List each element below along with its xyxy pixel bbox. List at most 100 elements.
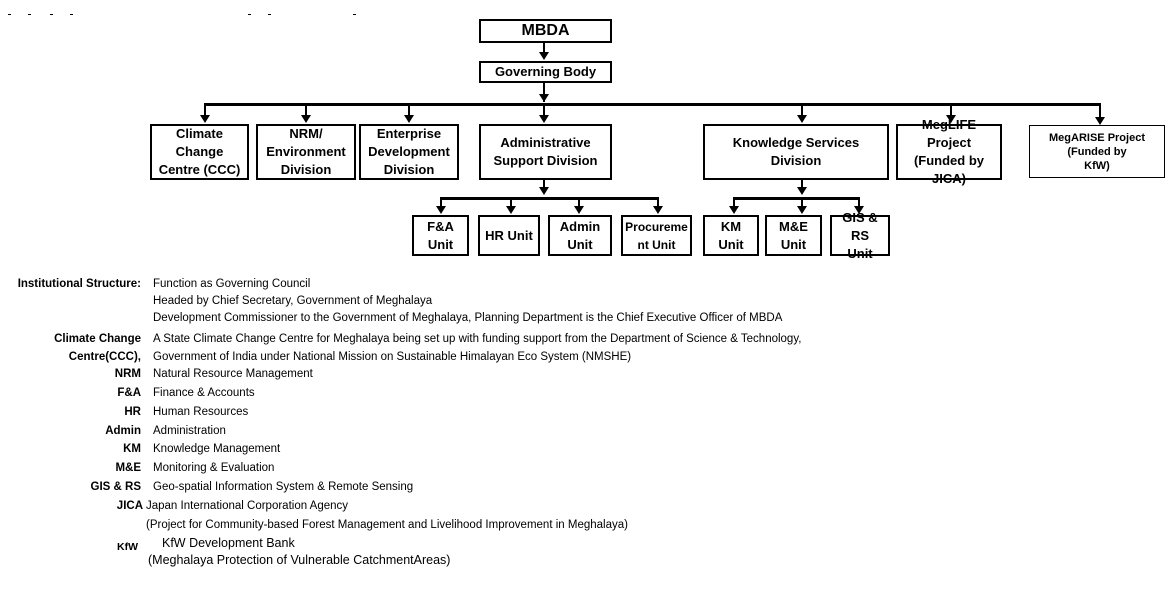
- legend-line: Development Commissioner to the Governme…: [0, 310, 1171, 326]
- connector: [543, 42, 545, 54]
- legend-key: M&E: [115, 462, 141, 474]
- megarise-project-box: MegARISE Project (Funded by KfW): [1029, 125, 1165, 178]
- connector: [440, 197, 659, 200]
- legend-key: F&A: [117, 387, 141, 399]
- arrowhead: [539, 94, 549, 102]
- legend-nrm: NRM Natural Resource Management: [0, 366, 1171, 382]
- connector: [801, 179, 803, 189]
- legend-text: Function as Governing Council: [153, 278, 311, 290]
- legend-text: Government of India under National Missi…: [153, 351, 632, 363]
- admin-unit-box: Admin Unit: [548, 215, 612, 256]
- me-unit-box: M&E Unit: [765, 215, 822, 256]
- connector: [440, 199, 442, 207]
- connector: [543, 82, 545, 102]
- fa-unit-box: F&A Unit: [412, 215, 469, 256]
- faint-header-marks: [8, 14, 358, 18]
- arrowhead: [946, 115, 956, 123]
- arrowhead: [539, 52, 549, 60]
- legend-key: HR: [124, 406, 141, 418]
- procurement-unit-box: Procureme nt Unit: [621, 215, 692, 256]
- hr-unit-box: HR Unit: [478, 215, 540, 256]
- arrowhead: [729, 206, 739, 214]
- arrowhead: [539, 187, 549, 195]
- connector: [1099, 105, 1101, 118]
- legend-hr: HR Human Resources: [0, 404, 1171, 420]
- arrowhead: [574, 206, 584, 214]
- connector: [543, 105, 545, 116]
- connector: [801, 199, 803, 207]
- connector: [305, 105, 307, 116]
- legend-key: KfW: [117, 541, 138, 553]
- connector: [801, 105, 803, 116]
- arrowhead: [436, 206, 446, 214]
- legend-key: Climate Change: [54, 333, 141, 345]
- legend-line: Centre(CCC), Government of India under N…: [0, 349, 1171, 365]
- connector: [950, 105, 952, 116]
- legend-key: Centre(CCC),: [68, 351, 141, 363]
- legend-text: Human Resources: [153, 406, 249, 418]
- meglife-project-box: MegLIFE Project (Funded by JICA): [896, 117, 1002, 186]
- legend-me: M&E Monitoring & Evaluation: [0, 460, 1171, 476]
- gis-rs-unit-box: GIS & RS Unit: [830, 210, 890, 261]
- legend-text: Geo-spatial Information System & Remote …: [153, 481, 414, 493]
- arrowhead: [301, 115, 311, 123]
- legend-text: Monitoring & Evaluation: [153, 462, 275, 474]
- legend-institutional: Institutional Structure: Function as Gov…: [0, 276, 1171, 292]
- legend-text: Japan International Corporation Agency: [146, 500, 349, 512]
- knowledge-services-division-box: Knowledge Services Division: [703, 124, 889, 180]
- legend-text: KfW Development Bank: [162, 536, 295, 550]
- legend-jica: JICA Japan International Corporation Age…: [0, 498, 1171, 514]
- legend-text: Development Commissioner to the Governme…: [153, 312, 783, 324]
- arrowhead: [797, 187, 807, 195]
- connector: [204, 105, 206, 116]
- arrowhead: [653, 206, 663, 214]
- km-unit-box: KM Unit: [703, 215, 759, 256]
- enterprise-division-box: Enterprise Development Division: [359, 124, 459, 180]
- legend-line: KfW Development Bank: [0, 535, 1171, 551]
- legend-key: GIS & RS: [90, 481, 141, 493]
- arrowhead: [200, 115, 210, 123]
- legend-key: Admin: [105, 425, 141, 437]
- connector: [657, 199, 659, 207]
- legend-line: (Meghalaya Protection of Vulnerable Catc…: [0, 552, 1171, 568]
- connector: [408, 105, 410, 116]
- legend-admin: Admin Administration: [0, 423, 1171, 439]
- legend-line: (Project for Community-based Forest Mana…: [0, 517, 1171, 533]
- arrowhead: [539, 115, 549, 123]
- legend-text: Headed by Chief Secretary, Government of…: [153, 295, 433, 307]
- legend-key: KM: [123, 443, 141, 455]
- legend-km: KM Knowledge Management: [0, 441, 1171, 457]
- legend-fa: F&A Finance & Accounts: [0, 385, 1171, 401]
- connector: [858, 199, 860, 207]
- arrowhead: [854, 206, 864, 214]
- connector: [543, 179, 545, 189]
- arrowhead: [797, 115, 807, 123]
- nrm-division-box: NRM/ Environment Division: [256, 124, 356, 180]
- mbda-box: MBDA: [479, 19, 612, 43]
- legend-text: Knowledge Management: [153, 443, 281, 455]
- legend-kfw: KfW: [0, 539, 1171, 555]
- legend-key: JICA: [116, 500, 143, 512]
- legend-text: Finance & Accounts: [153, 387, 255, 399]
- admin-support-division-box: Administrative Support Division: [479, 124, 612, 180]
- arrowhead: [404, 115, 414, 123]
- legend-text: (Meghalaya Protection of Vulnerable Catc…: [148, 553, 451, 567]
- legend-text: (Project for Community-based Forest Mana…: [146, 519, 628, 531]
- legend-text: A State Climate Change Centre for Meghal…: [153, 333, 802, 345]
- legend-gis: GIS & RS Geo-spatial Information System …: [0, 479, 1171, 495]
- ccc-division-box: Climate Change Centre (CCC): [150, 124, 249, 180]
- legend-line: Headed by Chief Secretary, Government of…: [0, 293, 1171, 309]
- legend-ccc: Climate Change A State Climate Change Ce…: [0, 331, 1171, 347]
- legend-text: Administration: [153, 425, 226, 437]
- arrowhead: [797, 206, 807, 214]
- org-chart: MBDA Governing Body Climate Change Centr…: [0, 0, 1171, 270]
- connector: [578, 199, 580, 207]
- connector: [733, 197, 860, 200]
- connector: [204, 103, 1101, 106]
- governing-body-box: Governing Body: [479, 61, 612, 83]
- arrowhead: [1095, 117, 1105, 125]
- legend-text: Natural Resource Management: [153, 368, 313, 380]
- legend-key: NRM: [114, 368, 141, 380]
- connector: [733, 199, 735, 207]
- connector: [510, 199, 512, 207]
